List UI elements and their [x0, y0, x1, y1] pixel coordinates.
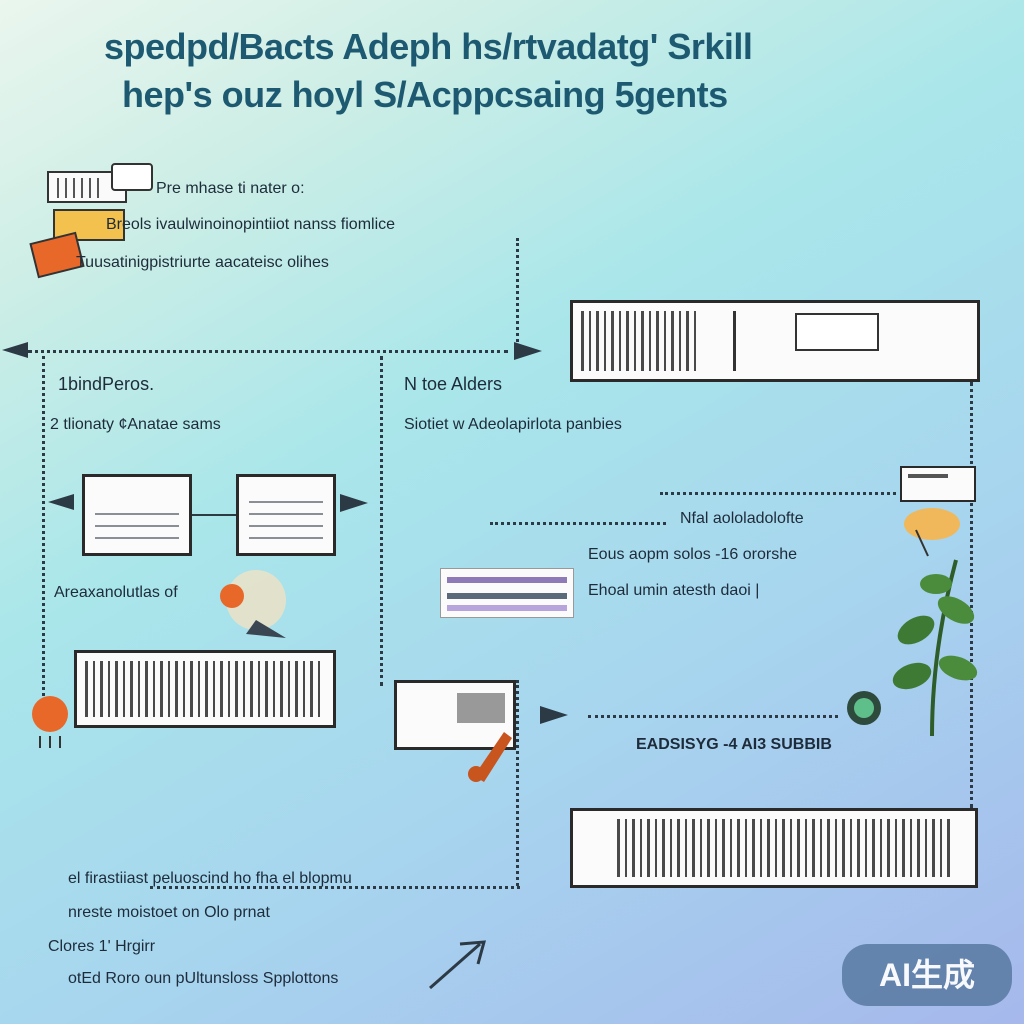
pen-arrow-icon: [429, 940, 487, 990]
right-badge: EADSISYG -4 AI3 SUBBIB: [636, 736, 832, 753]
top-connector: [28, 350, 508, 353]
title-line-2: hep's ouz hoyl S/Acppcsaing 5gents: [122, 74, 728, 115]
ai-generated-label: AI生成: [878, 957, 975, 993]
title-line-1: spedpd/Bacts Adeph hs/rtvadatg' Srkill: [104, 26, 753, 67]
bottom-note-1: el firastiiast peluoscind ho fha el blop…: [68, 870, 352, 887]
middle-column-header: N toe Alders: [404, 374, 503, 394]
right-item-3: Ehoal umin atesth daoi |: [588, 582, 760, 599]
note-line-1: Pre mhase ti nater o:: [156, 180, 305, 197]
hand-icon: [468, 732, 512, 782]
plant-icon: [892, 508, 978, 737]
bottom-note-2: nreste moistoet on Olo prnat: [68, 904, 270, 921]
middle-column-subheader: Siotiet w Adeolapirlota panbies: [404, 416, 622, 433]
globe-icon: [847, 691, 881, 725]
left-column-header: 1bindPeros.: [58, 374, 155, 394]
middle-bottom-rail: [516, 680, 519, 886]
bottom-note-4: otEd Roro oun pUltunsloss Spplottons: [68, 970, 339, 987]
left-column-rail: [42, 356, 45, 696]
gear-icon: [32, 696, 68, 748]
top-right-panel: [570, 300, 980, 382]
left-column-subheader: 2 tlionaty ¢Anatae sams: [50, 416, 221, 433]
right-row-arrow: [540, 706, 568, 724]
right-small-card: [900, 466, 976, 502]
left-column-caption: Areaxanolutlas of: [54, 584, 178, 601]
card-link: [192, 514, 236, 516]
document-stack-icon: [29, 163, 153, 279]
ai-generated-badge: AI生成: [842, 944, 1012, 1006]
left-bottom-panel: [74, 650, 336, 728]
left-arrow-head: [2, 342, 28, 358]
left-card-a: [82, 474, 192, 556]
right-item-2: Eous aopm solos -16 ororshe: [588, 546, 797, 563]
notes-connector: [516, 238, 519, 348]
right-dotted-row-2: [490, 522, 666, 525]
bottom-note-3: Clores 1' Hrgirr: [48, 938, 156, 955]
right-dotted-row-3: [588, 715, 838, 718]
note-line-3: Tuusatinigpistriurte aacateisc olihes: [76, 254, 329, 271]
left-card-arrow: [48, 494, 74, 510]
right-item-1: Nfal aololadolofte: [680, 510, 804, 527]
middle-bottom-card: [394, 680, 516, 750]
bottom-connector: [150, 886, 520, 889]
right-arrow-head: [514, 342, 542, 360]
middle-column-rail: [380, 356, 383, 686]
clipboard-icon: [220, 570, 286, 638]
right-dotted-row-1: [660, 492, 896, 495]
progress-panel: [440, 568, 574, 618]
right-column-rail: [970, 382, 973, 808]
card-out-arrow: [340, 494, 368, 512]
bottom-right-panel: [570, 808, 978, 888]
note-line-2: Breols ivaulwinoinopintiiot nanss fiomli…: [106, 216, 396, 233]
left-card-b: [236, 474, 336, 556]
